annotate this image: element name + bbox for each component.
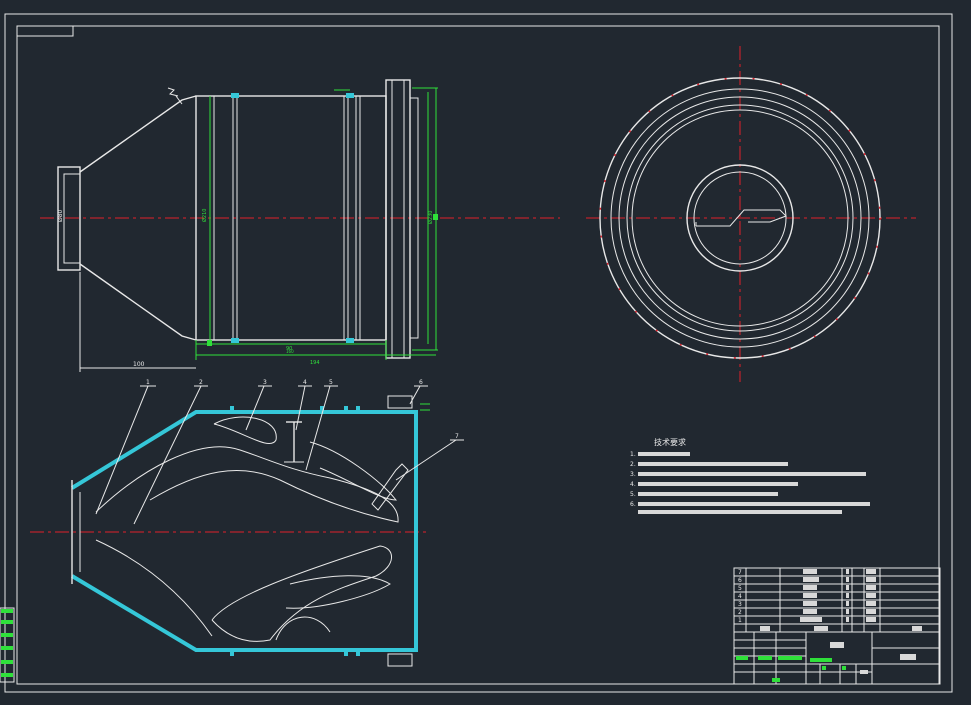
sheet-frame <box>4 13 953 693</box>
title-block: 7 6 5 4 3 2 1 <box>733 567 941 685</box>
svg-text:5.: 5. <box>630 491 636 498</box>
tech-req-item: 6. <box>630 501 870 514</box>
bom-row-number: 2 <box>738 609 742 616</box>
dim-total-length: 194 <box>310 360 320 366</box>
tech-req-item: 3. <box>630 471 866 478</box>
bom-row-number: 5 <box>738 585 742 592</box>
tech-req-item: 1. <box>630 451 690 458</box>
svg-text:6.: 6. <box>630 501 636 508</box>
inlet-cone <box>79 95 197 173</box>
dim-body-diameter: Ø210 <box>201 209 208 222</box>
callout-7: 7 <box>455 433 459 440</box>
bom-row-number: 3 <box>738 601 742 608</box>
svg-text:2.: 2. <box>630 461 636 468</box>
dim-flange-diameter: Ø230 <box>427 211 434 224</box>
tech-req-title: 技术要求 <box>654 437 686 447</box>
tech-req-item: 2. <box>630 461 788 468</box>
callout-5: 5 <box>329 379 333 386</box>
dim-cone-length: 100 <box>133 361 145 368</box>
callout-4: 4 <box>303 379 307 386</box>
dim-body-length: 160 <box>286 349 294 354</box>
bom-row-number: 4 <box>738 593 742 600</box>
bom-row-number: 6 <box>738 577 742 584</box>
technical-requirements: 技术要求 1. 2. 3. 4. 5. 6. <box>630 437 870 514</box>
outlet-flange <box>385 79 411 359</box>
callout-2: 2 <box>199 379 203 386</box>
section-view: 1 2 3 4 5 6 7 <box>30 379 464 667</box>
inlet-circle <box>686 164 794 272</box>
svg-text:3.: 3. <box>630 471 636 478</box>
side-view <box>586 46 916 382</box>
front-view: Ø210 Ø230 Ø80 90 160 194 100 <box>40 79 560 372</box>
front-dimensions: Ø210 Ø230 Ø80 90 160 194 100 <box>57 87 438 372</box>
svg-text:1.: 1. <box>630 451 636 458</box>
callout-1: 1 <box>146 379 150 386</box>
bom-row-number: 1 <box>738 617 742 624</box>
left-title-strip <box>0 607 15 683</box>
bom-row-number: 7 <box>738 569 742 576</box>
callout-3: 3 <box>263 379 267 386</box>
inner-vane <box>696 209 787 227</box>
dim-inner-length: 90 <box>286 346 292 352</box>
tech-req-item: 5. <box>630 491 778 498</box>
callout-6: 6 <box>419 379 423 386</box>
dim-inlet-diameter: Ø80 <box>57 209 64 222</box>
svg-text:4.: 4. <box>630 481 636 488</box>
section-shell <box>70 410 418 652</box>
tech-req-item: 4. <box>630 481 798 488</box>
